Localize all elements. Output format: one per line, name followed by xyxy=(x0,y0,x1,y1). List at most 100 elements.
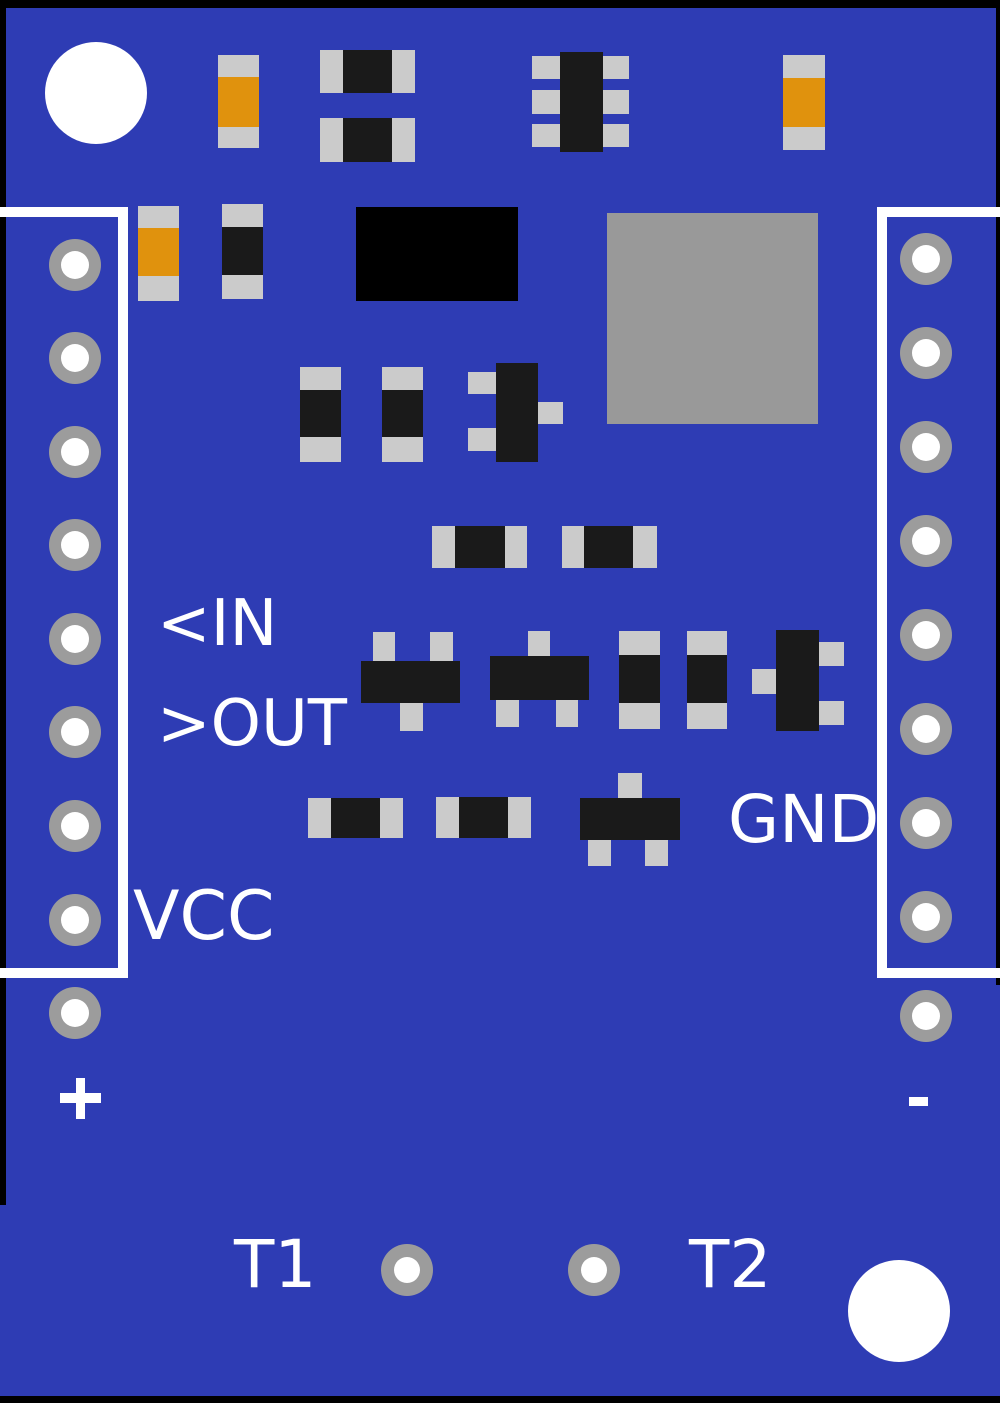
cap-black-11-pad-left xyxy=(436,797,459,838)
sot23-6-pad-l1 xyxy=(532,56,560,79)
cap-black-11-pad-right xyxy=(508,797,531,838)
sot23-1-pad-b xyxy=(400,703,423,731)
gray-module-ic xyxy=(607,213,818,424)
sot89-2-pad-l xyxy=(752,669,776,694)
cap-orange-2-pad-bottom xyxy=(783,127,825,150)
board-edge-bottom xyxy=(0,1396,1000,1403)
cap-black-8-pad-top xyxy=(619,631,660,655)
cap-black-3-pad-top xyxy=(222,204,263,227)
sot89-2-pad-r2 xyxy=(819,701,844,725)
sot23-3-pad-t xyxy=(618,773,642,798)
cap-black-10-pad-left xyxy=(308,798,331,838)
sot23-6-pad-r1 xyxy=(603,56,629,79)
left-pin-hole-center-9 xyxy=(61,999,89,1027)
cap-black-7-body xyxy=(584,526,633,568)
left-pin-hole-center-1 xyxy=(61,251,89,279)
cap-black-6-pad-right xyxy=(505,526,527,568)
cap-black-10-body xyxy=(331,798,380,838)
silk-label-t1: T1 xyxy=(234,1226,317,1303)
silk-label-in: <IN xyxy=(157,587,278,661)
silk-label-vcc: VCC xyxy=(133,877,275,956)
testpoint-t2-hole-center-1 xyxy=(581,1257,607,1283)
right-pin-hole-center-2 xyxy=(912,339,940,367)
board-edge-left xyxy=(0,0,6,1205)
cap-black-7-pad-left xyxy=(562,526,584,568)
cap-orange-1-pad-bottom xyxy=(218,127,259,148)
left-pin-hole-center-6 xyxy=(61,718,89,746)
mount-hole-top-left xyxy=(45,42,147,144)
right-pin-hole-center-3 xyxy=(912,433,940,461)
board-edge-right xyxy=(996,0,1000,985)
left-pin-hole-center-8 xyxy=(61,906,89,934)
cap-black-5-pad-top xyxy=(382,367,423,390)
sot89-1-pad-l2 xyxy=(468,428,496,451)
cap-black-7-pad-right xyxy=(633,526,657,568)
sot23-2-pad-t xyxy=(528,631,550,656)
cap-orange-1-body xyxy=(218,77,259,127)
left-pin-hole-center-5 xyxy=(61,625,89,653)
cap-black-5-pad-bottom xyxy=(382,437,423,462)
right-pin-hole-center-6 xyxy=(912,715,940,743)
right-pin-hole-center-7 xyxy=(912,809,940,837)
silk-label-gnd: GND xyxy=(728,781,880,858)
sot23-2-pad-b1 xyxy=(496,700,519,727)
cap-orange-2-body xyxy=(783,78,825,127)
cap-black-3-body xyxy=(222,227,263,275)
sot23-1-pad-t1 xyxy=(373,632,395,661)
cap-black-4-body xyxy=(300,390,341,437)
silk-label-out: >OUT xyxy=(157,687,347,761)
sot89-1-pad-l1 xyxy=(468,372,496,394)
cap-orange-3-pad-top xyxy=(138,206,179,228)
cap-black-1-pad-right xyxy=(392,50,415,93)
testpoint-t1-hole-center-1 xyxy=(394,1257,420,1283)
cap-black-4-pad-bottom xyxy=(300,437,341,462)
board-edge-top xyxy=(0,0,1000,8)
sot23-1-pad-t2 xyxy=(430,632,453,661)
right-pin-hole-center-4 xyxy=(912,527,940,555)
left-pin-hole-center-4 xyxy=(61,531,89,559)
sot23-3-pad-b1 xyxy=(588,840,611,866)
cap-black-8-body xyxy=(619,655,660,703)
sot23-6-pad-l3 xyxy=(532,124,560,147)
sot23-1-body xyxy=(361,661,460,703)
left-pin-hole-center-2 xyxy=(61,344,89,372)
sot89-1-pad-r xyxy=(538,402,563,424)
mount-hole-bottom-right xyxy=(848,1260,950,1362)
cap-black-4-pad-top xyxy=(300,367,341,390)
cap-black-3-pad-bottom xyxy=(222,275,263,299)
cap-orange-2-pad-top xyxy=(783,55,825,78)
left-connector-outline xyxy=(0,207,128,978)
sot23-3-pad-b2 xyxy=(645,840,668,866)
right-pin-hole-center-1 xyxy=(912,245,940,273)
cap-black-8-pad-bottom xyxy=(619,703,660,729)
sot23-2-body xyxy=(490,656,589,700)
cap-black-6-pad-left xyxy=(432,526,455,568)
cap-black-1-pad-left xyxy=(320,50,343,93)
sot23-3-body xyxy=(580,798,680,840)
cap-black-9-pad-top xyxy=(687,631,727,655)
cap-orange-1-pad-top xyxy=(218,55,259,77)
right-connector-outline xyxy=(877,207,1000,978)
cap-black-1-body xyxy=(343,50,392,93)
cap-black-5-body xyxy=(382,390,423,437)
left-pin-hole-center-3 xyxy=(61,438,89,466)
cap-black-11-body xyxy=(459,797,508,838)
sot23-2-pad-b2 xyxy=(556,700,578,727)
cap-orange-3-pad-bottom xyxy=(138,276,179,301)
sot23-6-pad-r3 xyxy=(603,124,629,147)
silk-label-t2: T2 xyxy=(689,1226,772,1303)
sot89-2-body xyxy=(776,630,819,731)
cap-black-2-pad-left xyxy=(320,118,343,162)
cap-black-10-pad-right xyxy=(380,798,403,838)
sot23-6-body xyxy=(560,52,603,152)
black-ic-block xyxy=(356,207,518,301)
cap-black-9-pad-bottom xyxy=(687,703,727,729)
cap-black-6-body xyxy=(455,526,505,568)
plus-sign-vertical-bar xyxy=(76,1078,85,1119)
cap-black-2-body xyxy=(343,118,392,162)
right-pin-hole-center-9 xyxy=(912,1002,940,1030)
sot89-2-pad-r1 xyxy=(819,642,844,666)
cap-black-9-body xyxy=(687,655,727,703)
right-pin-hole-center-5 xyxy=(912,621,940,649)
